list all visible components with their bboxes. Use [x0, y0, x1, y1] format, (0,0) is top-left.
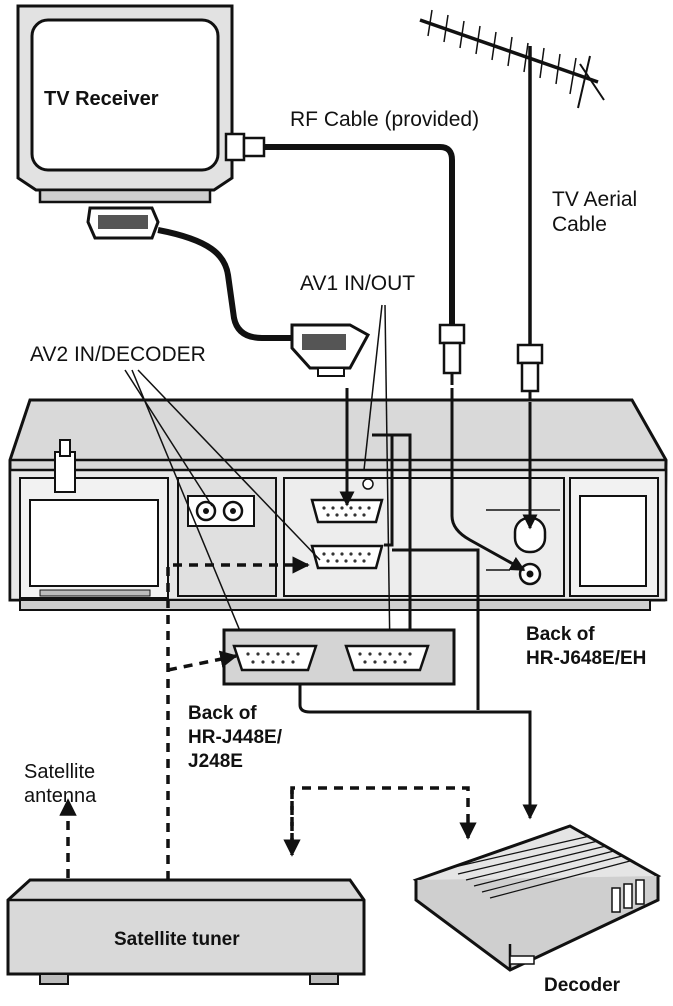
tv-icon — [16, 4, 234, 204]
decoder-label: Decoder — [544, 975, 621, 996]
av2-label: AV2 IN/DECODER — [30, 343, 206, 366]
back-448-label-line1: Back of — [188, 703, 257, 724]
tv-receiver-label: TV Receiver — [44, 88, 159, 110]
back-648-label-line1: Back of — [526, 624, 595, 645]
rf-cable-label: RF Cable (provided) — [290, 108, 480, 131]
back-448-label-line2: HR-J448E/ — [188, 727, 282, 748]
aerial-antenna-icon — [419, 9, 605, 345]
vcr-icon — [8, 398, 668, 611]
back-panel-j448e — [222, 628, 456, 686]
rf-cable — [224, 132, 455, 325]
satellite-antenna-label-line1: Satellite — [24, 761, 96, 783]
scart-plug-icon — [86, 206, 371, 377]
decoder-icon — [412, 824, 662, 972]
back-448-label-line3: J248E — [188, 751, 243, 772]
av1-label: AV1 IN/OUT — [300, 272, 416, 295]
rf-plug-icon — [438, 323, 544, 402]
satellite-antenna-label-line2: antenna — [24, 785, 97, 807]
tv-aerial-label-line1: TV Aerial — [552, 188, 638, 211]
satellite-tuner-icon — [6, 878, 366, 985]
satellite-tuner-label: Satellite tuner — [114, 929, 240, 950]
tv-aerial-label-line2: Cable — [552, 213, 607, 236]
back-648-label-line2: HR-J648E/EH — [526, 648, 647, 669]
